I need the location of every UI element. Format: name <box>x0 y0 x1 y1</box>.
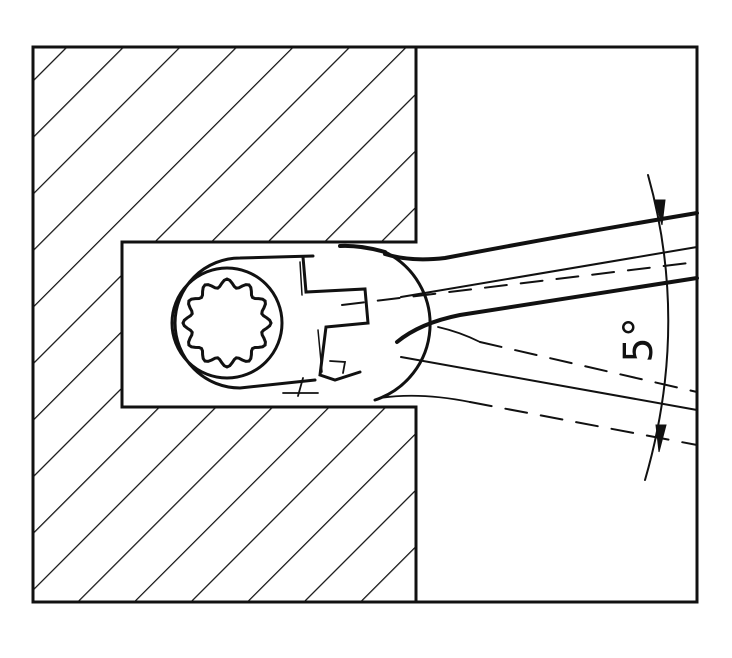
ghost-handle-top <box>437 326 481 343</box>
ring-inner-circle <box>170 266 284 380</box>
twelve-point-socket-icon <box>181 277 273 369</box>
wrench-head-outline <box>173 254 317 390</box>
outer-frame <box>31 45 699 604</box>
centerline-upper <box>341 261 698 306</box>
arrow-bottom-icon <box>655 424 667 453</box>
ghost-handle-edge <box>400 356 698 411</box>
ratchet-wrench <box>170 174 699 481</box>
angle-dimension-arc <box>644 174 670 481</box>
angle-label: 5° <box>616 317 662 362</box>
ghost-handle-bottom <box>379 394 471 403</box>
hinge-arc <box>373 250 432 402</box>
arrow-top-icon <box>654 199 666 226</box>
handle-top-edge <box>383 211 699 262</box>
hinge-block <box>301 255 370 382</box>
handle-bottom-edge <box>395 276 699 344</box>
